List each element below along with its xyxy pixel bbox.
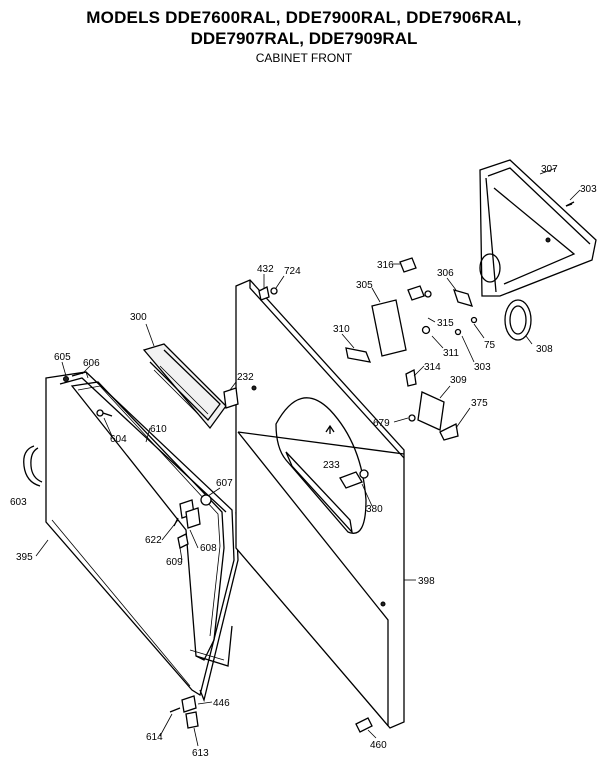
label-314: 314 <box>424 362 441 373</box>
label-310: 310 <box>333 324 350 335</box>
label-614: 614 <box>146 732 163 743</box>
label-315: 315 <box>437 318 454 329</box>
label-232: 232 <box>237 372 254 383</box>
door-handle <box>23 445 43 487</box>
label-604: 604 <box>110 434 127 445</box>
label-309: 309 <box>450 375 467 386</box>
diagram-title-line2: DDE7907RAL, DDE7909RAL <box>190 29 418 48</box>
label-395: 395 <box>16 552 33 563</box>
label-308a: 308 <box>536 344 553 355</box>
label-446: 446 <box>213 698 230 709</box>
label-610: 610 <box>150 424 167 435</box>
door-liner <box>70 381 233 667</box>
label-609: 609 <box>166 557 183 568</box>
bulkhead <box>479 159 597 297</box>
label-305: 305 <box>356 280 373 291</box>
label-75: 75 <box>484 340 496 351</box>
label-316: 316 <box>377 260 394 271</box>
label-679: 679 <box>373 418 390 429</box>
label-307: 307 <box>541 164 558 175</box>
lint-filter <box>142 343 239 430</box>
label-398: 398 <box>418 576 435 587</box>
label-380: 380 <box>366 504 383 515</box>
label-603: 603 <box>10 497 27 508</box>
label-622: 622 <box>145 535 162 546</box>
felt-seal-ring <box>504 299 532 341</box>
panel-hardware <box>258 286 373 733</box>
label-460: 460 <box>370 740 387 751</box>
diagram-title-line1: MODELS DDE7600RAL, DDE7900RAL, DDE7906RA… <box>86 8 522 27</box>
label-608: 608 <box>200 543 217 554</box>
leader-lines <box>35 167 581 747</box>
label-303b: 303 <box>474 362 491 373</box>
label-724: 724 <box>284 266 301 277</box>
label-306: 306 <box>437 268 454 279</box>
label-613: 613 <box>192 748 209 759</box>
diagram-subtitle: CABINET FRONT <box>255 51 353 65</box>
cabinet-front-panel <box>235 279 405 729</box>
part-labels: 307 303 316 306 305 315 75 310 311 303 3… <box>10 164 597 759</box>
door-hardware <box>63 371 212 729</box>
label-233: 233 <box>323 460 340 471</box>
label-605: 605 <box>54 352 71 363</box>
label-432: 432 <box>257 264 274 275</box>
label-606: 606 <box>83 358 100 369</box>
label-303a: 303 <box>580 184 597 195</box>
label-375: 375 <box>471 398 488 409</box>
label-607: 607 <box>216 478 233 489</box>
right-side-parts <box>345 203 573 441</box>
label-311: 311 <box>443 348 459 359</box>
label-300: 300 <box>130 312 147 323</box>
